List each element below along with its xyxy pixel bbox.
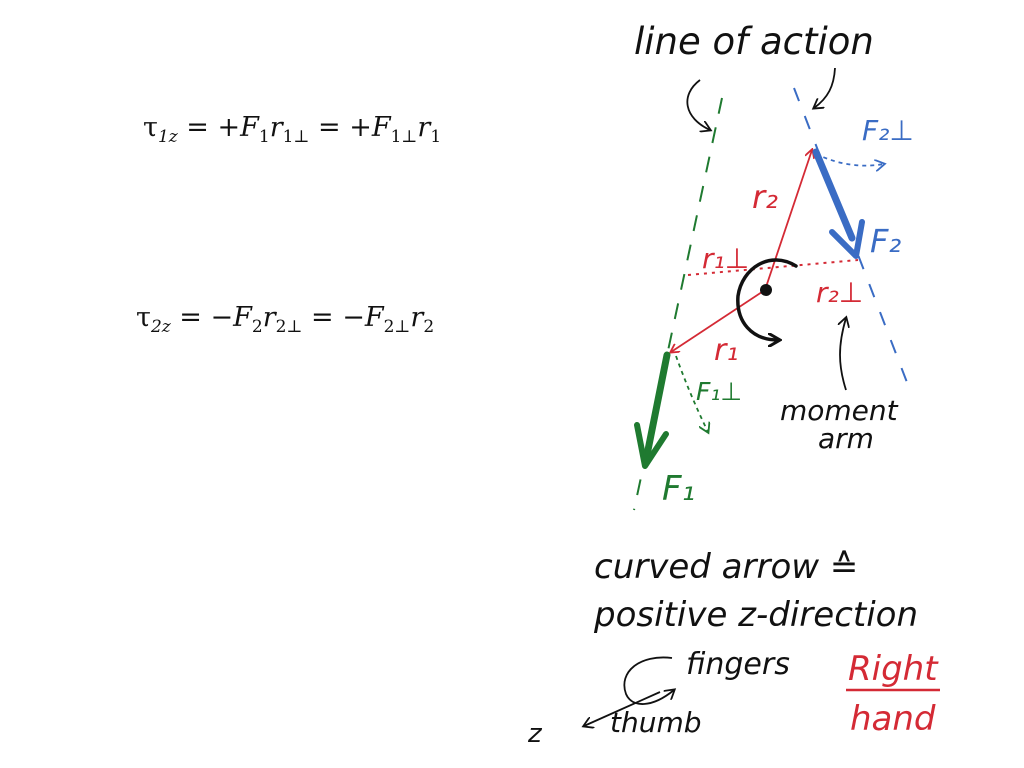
f2-perp-vector [815,153,884,166]
sign-1a: + [217,112,241,143]
f1-perp-vector [675,355,708,432]
fingers-label: fingers [686,647,790,682]
force-subscript-b: 1⊥ [390,127,418,147]
green-line-of-action [633,97,723,511]
f1-vector [643,351,671,459]
hand-label: hand [850,699,936,739]
r2-label: r₂ [752,178,778,216]
radius-subscript-b: 1 [430,127,442,147]
tau-symbol: τ [143,112,158,143]
line-of-action-pointer-left [686,79,710,130]
right-label: Right [848,649,939,689]
curved-arrow-caption-line2: positive z-direction [593,595,918,635]
radius-symbol: r [269,112,283,143]
r1-perp-label: r₁⊥ [702,242,749,275]
radius-symbol: r [262,302,276,333]
force-symbol: F [233,302,252,333]
radius-symbol-b: r [410,302,424,333]
line-of-action-pointer-right [814,67,836,108]
curved-arrow-caption-line1: curved arrow ≙ [594,547,858,587]
f2-arrowhead [829,219,865,259]
f2-perp-label: F₂⊥ [862,114,914,147]
r2-vector [764,150,812,291]
fingers-curl-arrow [623,656,674,705]
z-axis-label: z [527,719,543,749]
force-subscript-b: 2⊥ [383,317,411,337]
pivot-point [760,284,772,296]
radius-subscript-b: 2 [423,317,435,337]
torque-equation-2: τ2z = −F2r2⊥ = −F2⊥r2 [136,302,435,337]
radius-symbol-b: r [417,112,431,143]
torque-equation-1: τ1z = +F1r1⊥ = +F1⊥r1 [143,112,442,147]
line-of-action-label: line of action [634,20,874,63]
f2-vector [812,148,856,242]
thumb-label: thumb [610,706,702,739]
sign-2a: − [210,302,234,333]
tau2-subscript: 2z [150,317,171,337]
tau1-subscript: 1z [157,127,178,147]
sign-2b: − [342,302,365,333]
arm-label: arm [818,422,874,455]
f1-label: F₁ [662,469,695,509]
thumb-arrow [584,691,661,726]
sign-1b: + [349,112,372,143]
force-subscript: 1 [258,127,270,147]
radius-subscript: 2⊥ [275,317,303,337]
force-symbol-b: F [371,112,391,143]
r1-label: r₁ [714,333,738,368]
f1-perp-label: F₁⊥ [696,377,742,406]
f1-arrowhead [634,422,669,469]
force-symbol-b: F [364,302,384,333]
rotation-arrow [736,258,798,340]
force-symbol: F [240,112,259,143]
f2-label: F₂ [870,222,901,260]
r1-vector [671,289,766,352]
radius-subscript: 1⊥ [282,127,310,147]
moment-label: moment [780,394,899,427]
tau-symbol: τ [136,302,151,333]
r2-perp-label: r₂⊥ [816,276,863,309]
moment-arm-pointer [840,318,846,391]
force-subscript: 2 [251,317,263,337]
